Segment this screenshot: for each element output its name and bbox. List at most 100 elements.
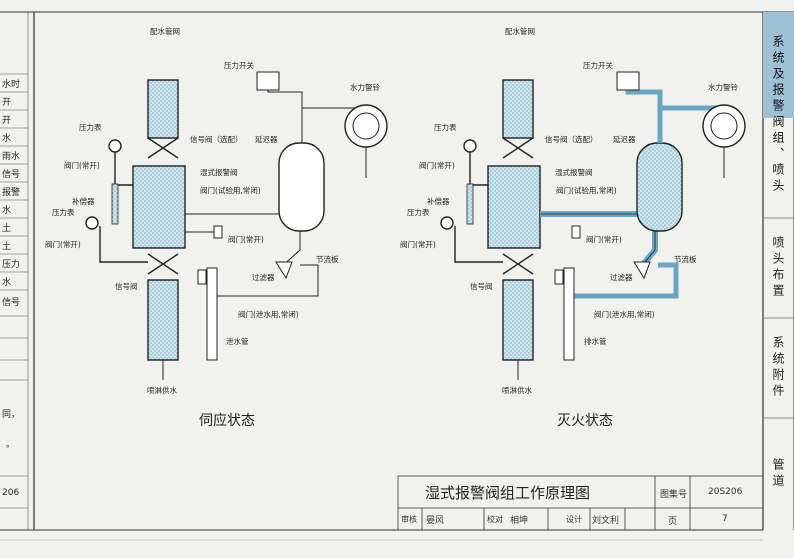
alarm-line [185,213,301,269]
riser-lower-pipe [147,279,179,361]
pressure-switch [256,71,280,91]
drain-pipe [206,267,218,361]
signal-valve-bottom [502,253,534,275]
water-bell [344,104,388,148]
review-label: 审核 [401,515,417,524]
tab-label: 系统附件 [771,336,785,400]
edge-fragment: 。 [6,440,16,450]
delay-chamber [636,142,683,232]
label-supply: 喷淋供水 [147,385,177,395]
label-valve-open: 阀门(常开) [400,240,436,249]
atlas-number: 20S206 [708,487,743,497]
tab-label: 系统及报警阀组、喷头 [771,35,785,195]
checker-name: 相坤 [510,516,529,526]
label-top-valve: 配水管网 [505,26,535,36]
diagram-fire-state [440,71,746,380]
label-drain-pipe: 泄水管 [226,336,249,346]
drain-pipe [563,267,575,361]
pressure-gauge-top [108,139,122,153]
designer-name: 刘文利 [592,516,620,526]
riser-upper-pipe [147,79,179,139]
label-delay: 延迟器 [255,134,278,144]
edge-row: 水 [2,278,12,288]
delay-chamber [278,142,325,232]
edge-row: 开 [2,116,12,126]
label-signal-valve-opt: 信号阀（选配） [190,134,243,144]
test-valve [571,225,581,239]
signal-valve-top [147,137,179,159]
edge-row: 水时 [2,80,21,90]
alarm-valve-body [132,165,186,249]
riser-lower-pipe [502,279,534,361]
edge-row: 报警 [2,188,21,198]
label-valve-open: 阀门(常开) [419,161,455,170]
caption-standby: 伺应状态 [199,413,255,429]
pressure-gauge-left [85,216,99,230]
title-block-frame [397,475,764,531]
label-orifice: 节流板 [316,254,339,264]
drawing-title: 湿式报警阀组工作原理图 [425,484,591,502]
diagram-standby-state [85,71,388,380]
label-test-valve: 阀门(试验用,常闭) [556,185,617,195]
water-bell [702,104,746,148]
edge-row: 雨水 [2,152,21,162]
label-water-bell: 水力警铃 [708,82,738,92]
page-number: 7 [722,514,728,524]
signal-valve-bottom [147,253,179,275]
edge-row: 压力 [2,260,21,270]
edge-row: 土 [2,224,12,234]
label-pressure-gauge: 压力表 [434,122,457,132]
label-drain-valve: 阀门(泄水用,常闭) [238,309,299,319]
label-signal-valve: 信号阀 [115,281,138,291]
tab-system-fittings[interactable]: 系统附件 [763,320,794,416]
label-alarm-valve: 湿式报警阀 [200,167,238,177]
label-water-bell: 水力警铃 [350,82,380,92]
caption-fire: 灭火状态 [557,413,613,429]
label-signal-valve-opt: 信号阀（选配） [545,134,598,144]
riser-upper-pipe [502,79,534,139]
label-supply: 喷淋供水 [502,385,532,395]
label-signal-valve: 信号阀 [470,281,493,291]
orifice-line [215,264,319,297]
left-edge-table [0,73,28,509]
filter [275,261,293,280]
label-pressure-switch: 压力开关 [224,60,254,70]
tab-label: 喷头布置 [771,236,785,300]
label-pressure-gauge: 压力表 [79,122,102,132]
test-valve [213,225,223,239]
edge-fragment: 206 [2,488,20,498]
label-pressure-gauge: 压力表 [407,207,430,217]
edge-row: 信号 [2,298,21,308]
pressure-gauge-top [463,139,477,153]
label-valve-open: 阀门(常开) [228,235,264,244]
orifice-line [572,262,679,299]
label-comp: 补偿器 [72,196,95,206]
label-delay: 延迟器 [613,134,636,144]
page-label: 页 [668,517,678,527]
pressure-gauge-left [440,216,454,230]
atlas-label: 图集号 [660,490,688,500]
label-drain-pipe: 排水管 [584,336,607,346]
label-alarm-valve: 湿式报警阀 [555,167,593,177]
edge-fragment: 同， [2,410,21,420]
tab-system-valve-head[interactable]: 系统及报警阀组、喷头 [763,14,794,216]
edge-row: 土 [2,242,12,252]
tab-piping[interactable]: 管道 [763,420,794,528]
tab-label: 管道 [771,458,785,490]
label-pressure-switch: 压力开关 [583,60,613,70]
signal-valve-top [502,137,534,159]
label-orifice: 节流板 [674,254,697,264]
label-valve-open: 阀门(常开) [586,235,622,244]
edge-row: 开 [2,98,12,108]
tab-head-layout[interactable]: 喷头布置 [763,220,794,316]
edge-row: 水 [2,134,12,144]
reviewer-name: 晏风 [426,516,445,526]
label-filter: 过滤器 [610,272,633,282]
label-drain-valve: 阀门(泄水用,常闭) [594,309,655,319]
label-filter: 过滤器 [252,272,275,282]
label-valve-open: 阀门(常开) [45,240,81,249]
design-label: 设计 [566,515,582,524]
check-label: 校对 [487,515,503,524]
label-comp: 补偿器 [427,196,450,206]
label-valve-open: 阀门(常开) [64,161,100,170]
